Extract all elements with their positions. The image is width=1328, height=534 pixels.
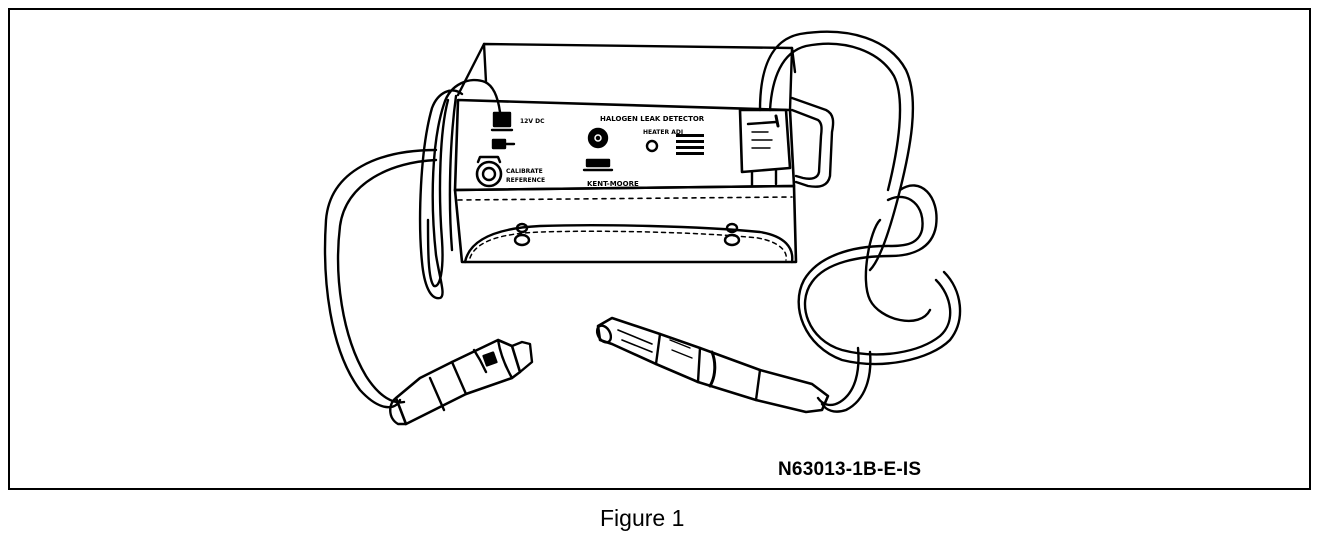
reference-label: REFERENCE xyxy=(506,177,545,184)
cigarette-lighter-plug-icon xyxy=(389,338,534,426)
side-handle xyxy=(790,96,835,188)
figure-reference-code: N63013-1B-E-IS xyxy=(778,459,922,480)
probe-cord xyxy=(758,30,962,413)
calibrate-knob-icon xyxy=(475,155,503,188)
detector-housing xyxy=(453,42,798,264)
device-title-label: HALOGEN LEAK DETECTOR xyxy=(600,115,705,123)
sensitivity-knob-icon xyxy=(582,127,614,172)
power-cord xyxy=(323,78,502,409)
brand-label: KENT-MOORE xyxy=(587,180,639,188)
bar-graph-display xyxy=(676,134,704,155)
heater-adj-label: HEATER ADJ xyxy=(643,129,683,136)
probe-holder xyxy=(738,108,792,188)
indicator-lamp-icon xyxy=(645,139,659,153)
figure-caption: Figure 1 xyxy=(600,505,685,531)
voltage-label: 12V DC xyxy=(520,118,545,125)
probe-wand-icon xyxy=(595,316,830,414)
figure-frame xyxy=(8,8,1311,490)
calibrate-label: CALIBRATE xyxy=(506,168,543,175)
